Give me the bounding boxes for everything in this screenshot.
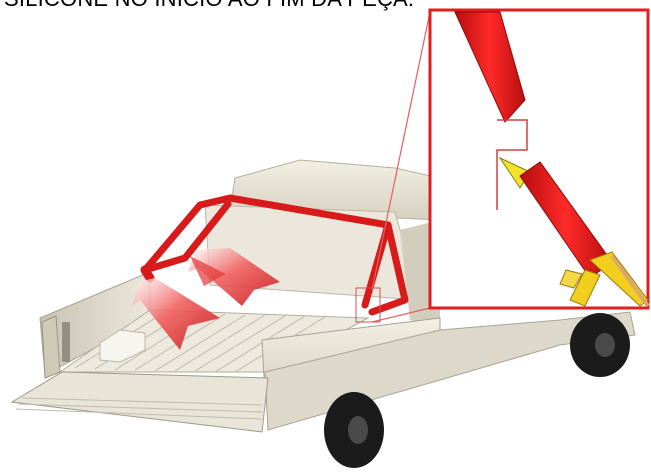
truck-tailgate [12,372,268,432]
front-hub [595,333,615,357]
rear-hub [348,416,368,444]
tail-light [62,322,70,362]
